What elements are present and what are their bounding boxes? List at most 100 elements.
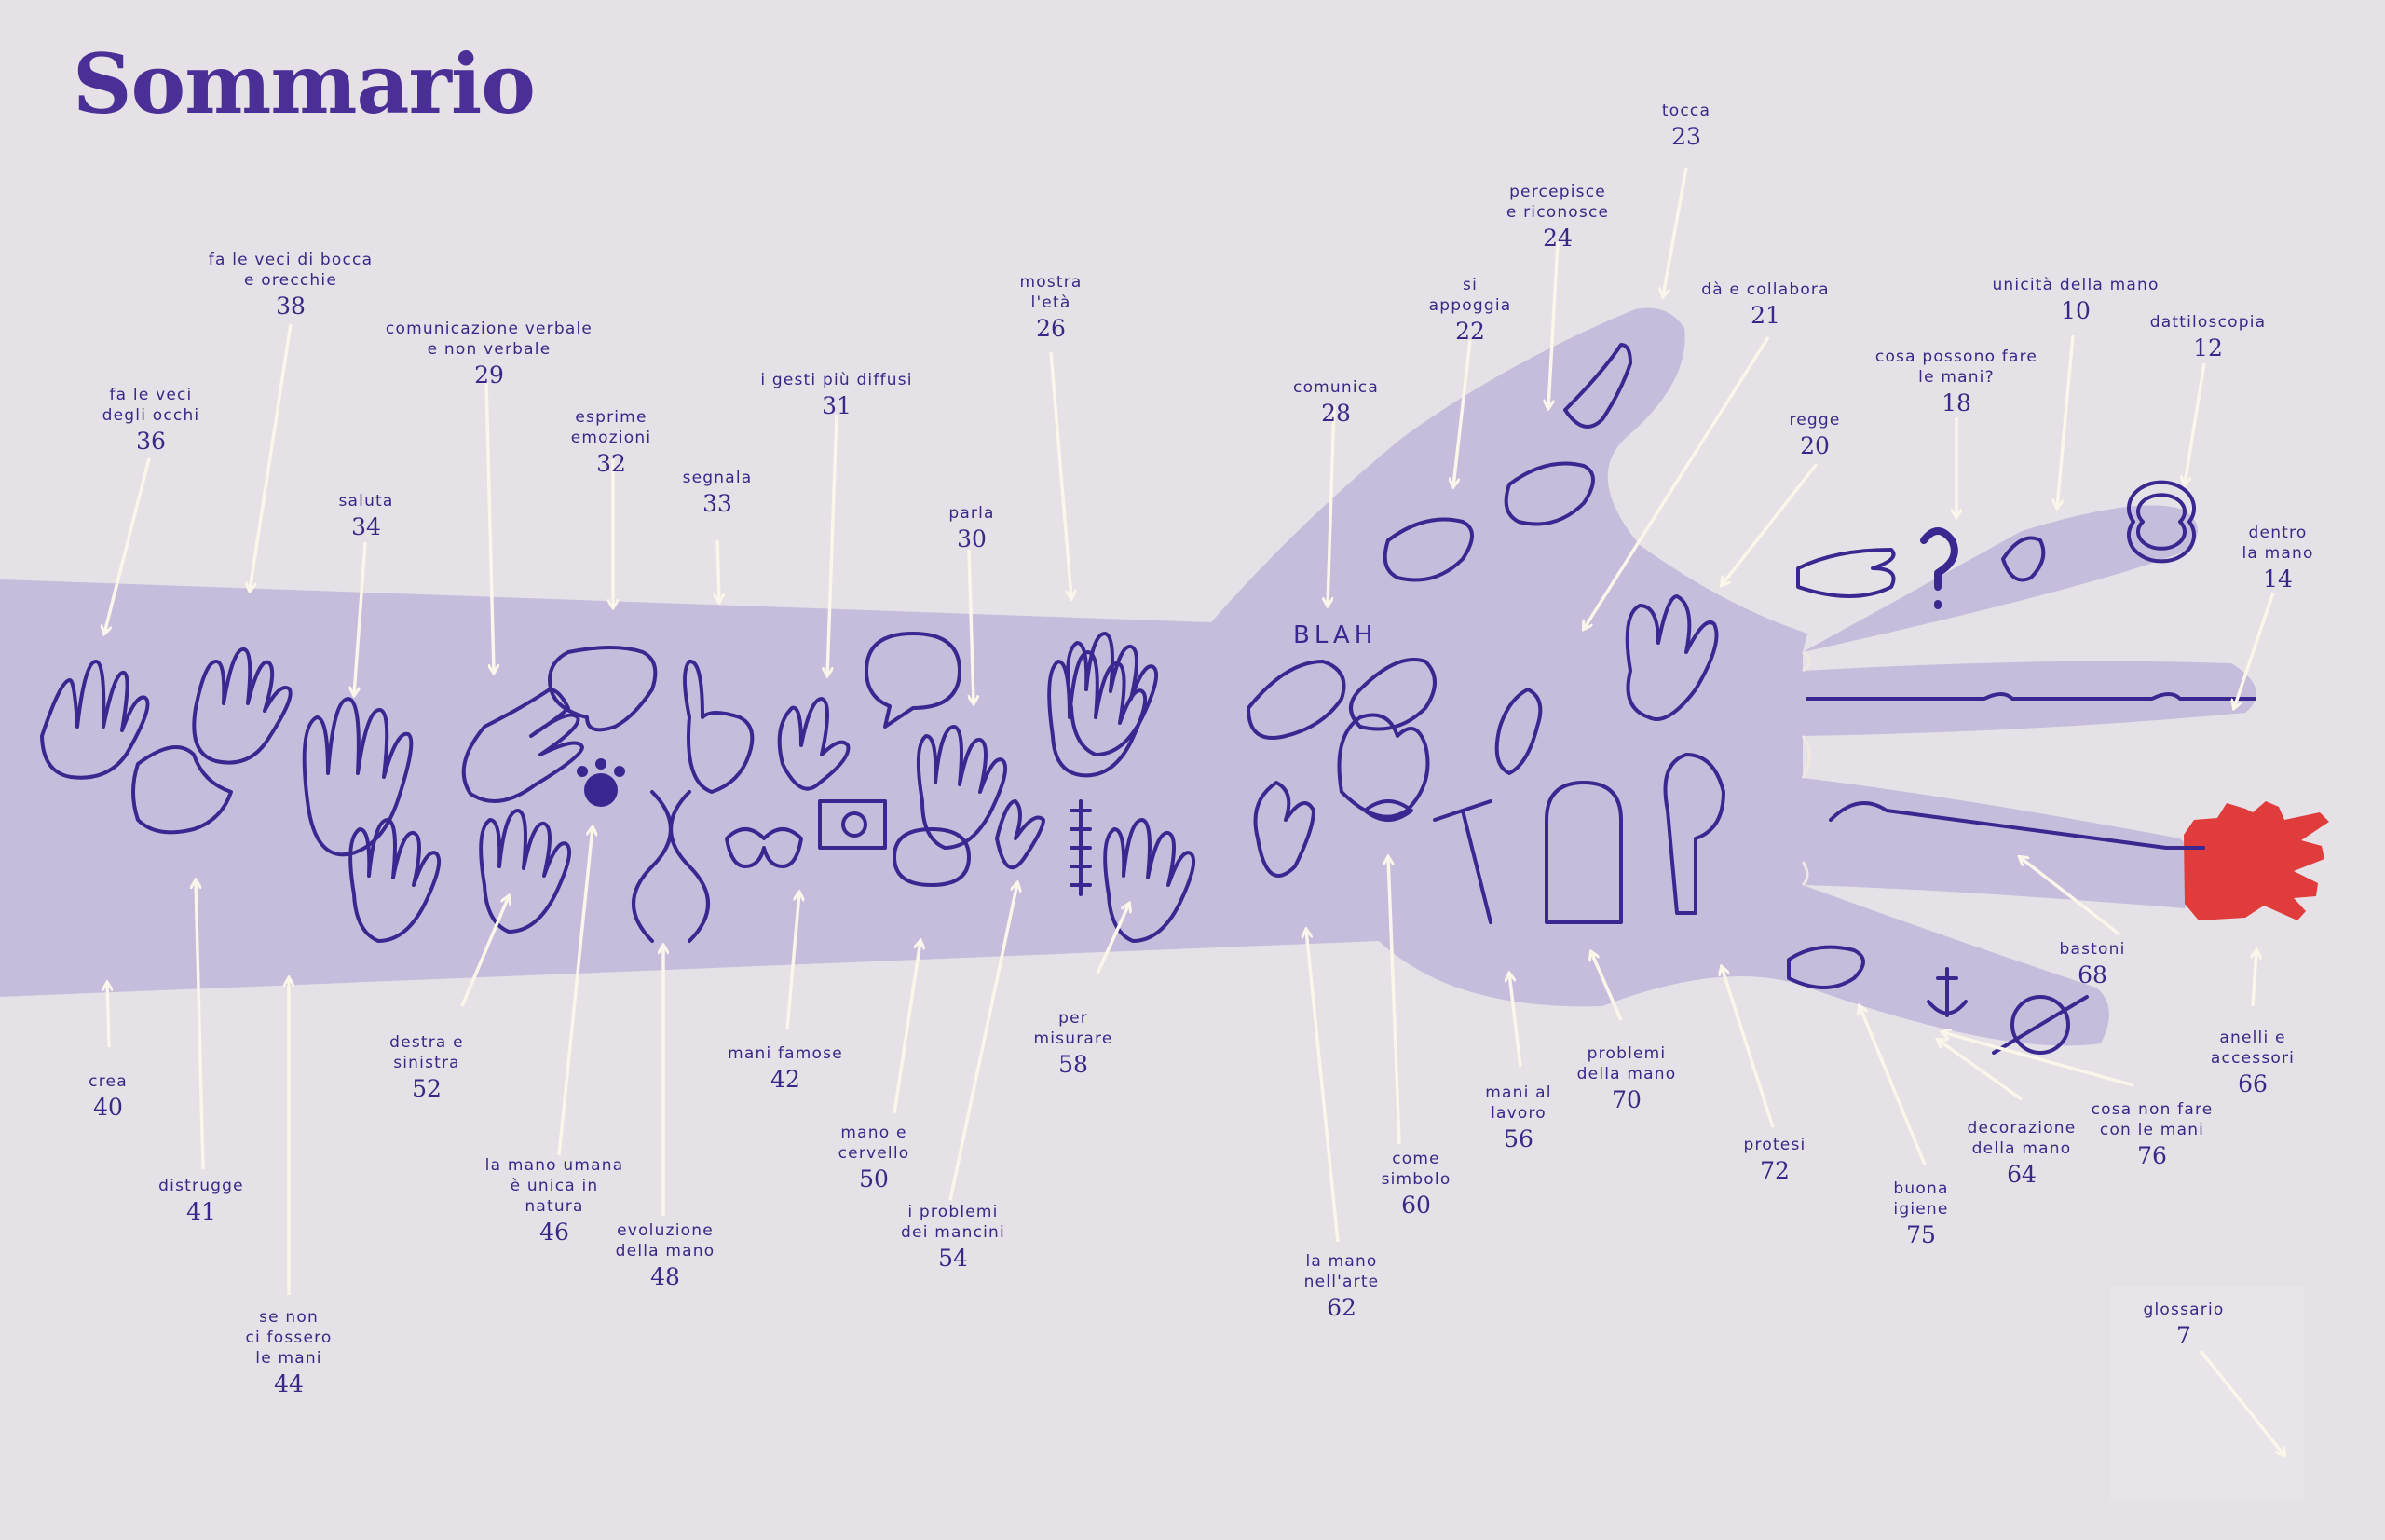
entry-page-number: 29 bbox=[474, 361, 504, 388]
entry-page-number: 70 bbox=[1612, 1086, 1642, 1113]
entry-page-number: 62 bbox=[1327, 1294, 1356, 1321]
brain-doodle bbox=[893, 827, 971, 887]
entry-title-line: comunicazione verbale bbox=[385, 320, 593, 338]
entry-title-line: glossario bbox=[2143, 1301, 2225, 1319]
entry-page-number: 76 bbox=[2137, 1142, 2167, 1169]
entry-page-number: 42 bbox=[770, 1066, 800, 1093]
blah-text: BLAH bbox=[1293, 621, 1377, 649]
entry-title-line: fa le veci di bocca bbox=[208, 251, 374, 269]
entry-title-line: dei mancini bbox=[901, 1223, 1005, 1242]
entry-title-line: evoluzione bbox=[617, 1221, 714, 1240]
entry-page-number: 75 bbox=[1906, 1221, 1936, 1248]
entry-title-line: regge bbox=[1789, 411, 1841, 429]
contents-entry-dattiloscopia[interactable]: dattiloscopia 12 bbox=[2150, 312, 2267, 362]
entry-page-number: 30 bbox=[957, 525, 987, 552]
entry-page-number: 33 bbox=[702, 490, 732, 517]
entry-page-number: 44 bbox=[274, 1370, 304, 1397]
entry-page-number: 7 bbox=[2176, 1322, 2191, 1349]
entry-page-number: 38 bbox=[276, 293, 306, 320]
entry-title-line: misurare bbox=[1033, 1029, 1113, 1048]
hand-doodle bbox=[1504, 461, 1595, 526]
hand-doodle bbox=[1625, 594, 1719, 721]
contents-entry-glossario[interactable]: glossario 7 bbox=[2144, 1300, 2225, 1350]
entry-title-line: emozioni bbox=[570, 429, 652, 447]
entry-title-line: tocca bbox=[1661, 102, 1711, 120]
paw-print bbox=[614, 766, 625, 777]
hand-doodle bbox=[40, 660, 150, 780]
hand-doodle bbox=[461, 688, 584, 803]
entry-title-line: accessori bbox=[2210, 1049, 2296, 1068]
hand-doodle bbox=[548, 646, 658, 732]
entry-title-line: se non bbox=[259, 1308, 319, 1327]
hand-doodle bbox=[302, 697, 414, 857]
entry-title-line: dattiloscopia bbox=[2149, 313, 2267, 332]
anchor-doodle bbox=[1927, 967, 1968, 1017]
pointing-hand bbox=[1563, 343, 1632, 429]
contents-entry-comunica[interactable]: comunica 28 bbox=[1293, 377, 1379, 428]
entry-page-number: 66 bbox=[2238, 1070, 2268, 1097]
red-glove bbox=[2184, 801, 2329, 920]
hand-doodle bbox=[1787, 945, 1865, 989]
entry-page-number: 18 bbox=[1942, 389, 1971, 416]
entry-page-number: 28 bbox=[1321, 400, 1351, 427]
hand-doodle bbox=[1349, 658, 1437, 731]
entry-title-line: comunica bbox=[1293, 378, 1379, 397]
entry-page-number: 12 bbox=[2193, 334, 2223, 361]
hand-doodle bbox=[995, 799, 1045, 870]
hand-doodle bbox=[479, 809, 571, 934]
entry-page-number: 54 bbox=[938, 1245, 968, 1272]
question-mark bbox=[1920, 527, 1958, 609]
entry-title-line: simbolo bbox=[1381, 1170, 1451, 1189]
entry-title-line: mani famose bbox=[728, 1044, 843, 1063]
entry-title-line: decorazione bbox=[1967, 1119, 2077, 1138]
entry-page-number: 22 bbox=[1455, 318, 1485, 345]
contents-entry-regge[interactable]: regge 20 bbox=[1789, 410, 1840, 460]
page-title: Sommario bbox=[73, 35, 536, 132]
entry-title-line: le mani? bbox=[1918, 368, 1995, 387]
entry-page-number: 20 bbox=[1800, 432, 1830, 459]
no-sign bbox=[1992, 995, 2089, 1055]
bandaged-hand bbox=[1545, 781, 1623, 924]
entry-page-number: 60 bbox=[1401, 1192, 1431, 1219]
hand-doodle bbox=[1253, 781, 1315, 878]
entry-title-line: le mani bbox=[255, 1349, 322, 1368]
contents-entry-mani-famose[interactable]: mani famose 42 bbox=[728, 1043, 843, 1094]
entry-page-number: 48 bbox=[650, 1263, 680, 1290]
entry-title-line: i gesti più diffusi bbox=[760, 371, 913, 389]
